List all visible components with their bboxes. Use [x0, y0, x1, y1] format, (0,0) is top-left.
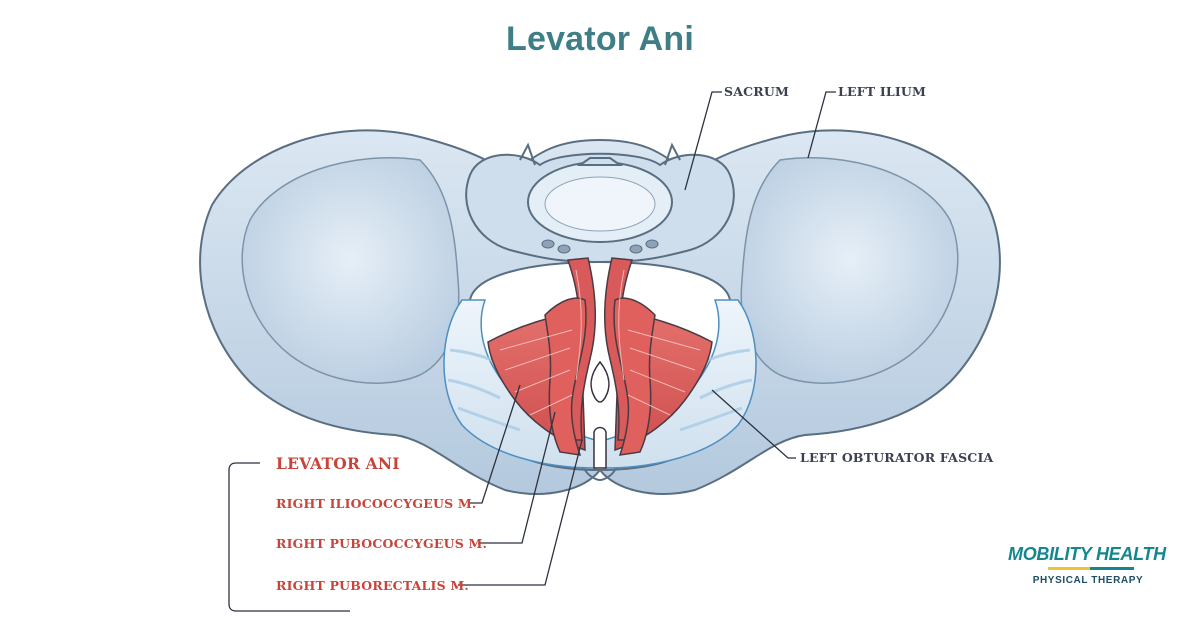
mobility-health-logo: MOBILITY HEALTH PHYSICAL THERAPY [1008, 544, 1168, 586]
right-puborectalis-muscle [544, 297, 587, 456]
label-right-iliococcygeus: RIGHT ILIOCOCCYGEUS M. [276, 496, 477, 511]
logo-name: MOBILITY HEALTH [1008, 544, 1166, 564]
levator-hiatus [590, 360, 610, 403]
left-iliac-fossa [740, 157, 959, 384]
pubococcygeus-leader [478, 411, 556, 544]
levator-ani-bracket [228, 462, 350, 612]
label-sacrum: SACRUM [724, 84, 790, 99]
logo-tagline: PHYSICAL THERAPY [1032, 575, 1144, 586]
iliococcygeus-leader [470, 384, 521, 504]
label-right-puborectalis: RIGHT PUBORECTALIS M. [276, 578, 469, 593]
obturator-fascia-leader [711, 389, 796, 459]
pubic-symphysis [584, 469, 616, 482]
label-right-pubococcygeus: RIGHT PUBOCOCCYGEUS M. [276, 536, 488, 551]
label-left-ilium: LEFT ILIUM [838, 84, 927, 99]
puborectalis-leader [458, 439, 583, 586]
page-title: Levator Ani [506, 20, 694, 58]
logo-stripe [1048, 567, 1134, 573]
label-left-obturator-fascia: LEFT OBTURATOR FASCIA [800, 450, 994, 465]
left-ilium-leader [807, 91, 836, 159]
left-puborectalis-muscle [613, 297, 656, 456]
sacrum-leader [684, 91, 722, 191]
right-iliac-fossa [241, 157, 460, 384]
label-levator-ani: LEVATOR ANI [276, 454, 400, 473]
sacral-spinous-process [576, 157, 624, 166]
